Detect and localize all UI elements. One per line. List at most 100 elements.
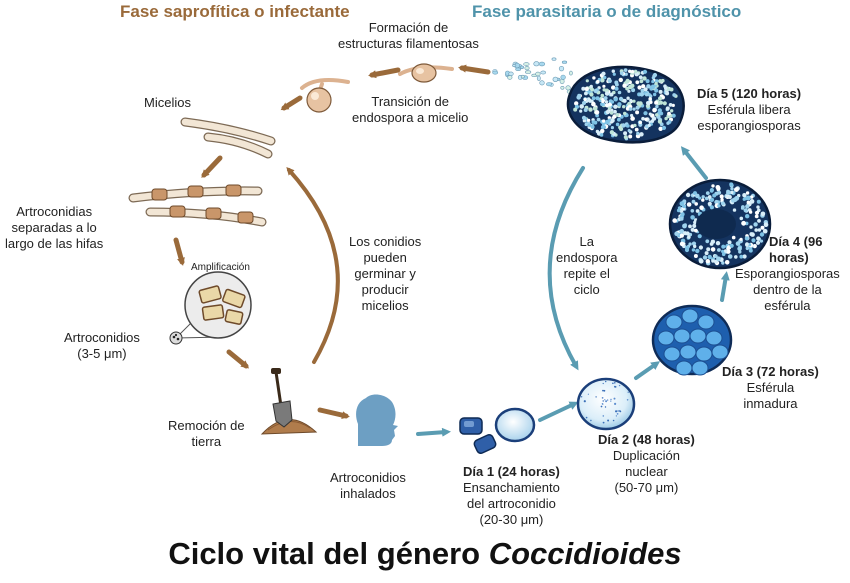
- nucleus-dot: [602, 400, 604, 402]
- released-spore: [533, 61, 540, 67]
- sporangiospore-dot: [583, 108, 588, 112]
- sporangiospore-dot: [762, 228, 768, 234]
- sporangiospore-dot: [637, 85, 642, 90]
- parasitic-arrows: [416, 146, 730, 437]
- nucleus-dot: [612, 382, 614, 385]
- released-spore: [539, 80, 545, 86]
- sporangiospore-dot: [652, 72, 658, 78]
- sporangiospore-dot: [679, 208, 684, 213]
- nucleus-dot: [617, 410, 619, 412]
- sporangiospore-dot: [755, 240, 761, 245]
- sporangiospore-dot: [654, 81, 658, 86]
- sporangiospore-dot: [661, 125, 667, 130]
- sporangiospore-dot: [705, 191, 710, 196]
- sporangiospore-dot: [705, 259, 710, 264]
- sporangiospore-dot: [715, 185, 721, 190]
- sporangiospore-dot: [579, 109, 583, 113]
- sporangiospore-dot: [628, 84, 633, 90]
- sporangiospore-dot: [712, 193, 717, 198]
- sporangiospore-dot: [582, 101, 586, 105]
- title-genus: Coccidioides: [488, 536, 682, 571]
- sporangiospore-dot: [737, 246, 742, 252]
- sporangiospore-dot: [654, 100, 659, 105]
- sporangiospore-dot: [739, 237, 743, 241]
- sporangiospore-dot: [650, 85, 655, 90]
- sporangiospore-dot: [665, 106, 670, 111]
- sporangiospore-dot: [714, 254, 718, 258]
- sporangiospore-dot: [727, 240, 732, 245]
- sporangiospore-dot: [705, 239, 710, 244]
- sporangiospore-dot: [617, 102, 622, 107]
- sporangiospore-dot: [727, 195, 732, 199]
- sporangiospore-dot: [617, 90, 622, 95]
- sporangiospore-dot: [610, 108, 614, 112]
- sporangiospore-dot: [657, 108, 662, 113]
- sporangiospore-dot: [659, 111, 664, 116]
- sporangiospore-dot: [624, 72, 628, 76]
- sporangiospore-dot: [630, 113, 634, 118]
- sporangiospore-dot: [694, 202, 698, 206]
- released-spore: [524, 70, 532, 74]
- arrow-to-artroconidias: [201, 155, 223, 178]
- nucleus-dot: [610, 400, 612, 402]
- sporangiospore-dot: [711, 184, 715, 188]
- arrow-to-dia3: [634, 361, 661, 380]
- sporangiospore-dot: [657, 119, 663, 124]
- sporangiospore-dot: [600, 102, 604, 107]
- nucleus-dot: [607, 419, 610, 422]
- spherule-cell: [657, 330, 675, 346]
- sporangiospore-dot: [632, 99, 636, 103]
- sporangiospore-dot: [590, 87, 595, 92]
- sporangiospore-dot: [610, 100, 615, 104]
- sporangiospore-dot: [601, 99, 605, 104]
- sporangiospore-dot: [634, 127, 639, 132]
- sporangiospore-dot: [609, 111, 614, 115]
- released-spore: [546, 82, 553, 87]
- nucleus-dot: [606, 399, 609, 401]
- arrow-to-remocion: [226, 349, 250, 369]
- sporangiospore-dot: [613, 104, 618, 109]
- sporangiospore-dot: [623, 135, 628, 140]
- sporangiospore-dot: [658, 96, 663, 101]
- sporangiospore-dot: [748, 210, 753, 214]
- nucleus-dot: [587, 393, 590, 395]
- sporangiospore-dot: [697, 234, 702, 239]
- sporangiospore-dot: [695, 193, 700, 199]
- sporangiospore-dot: [742, 197, 746, 201]
- nucleus-dot: [601, 397, 604, 399]
- released-spore: [492, 70, 499, 75]
- sporangiospore-dot: [601, 71, 606, 76]
- sporangiospore-dot: [599, 133, 604, 137]
- sporangiospore-dot: [691, 199, 696, 204]
- sporangiospore-dot: [731, 235, 736, 240]
- sporangiospore-dot: [627, 129, 631, 133]
- sporangiospore-dot: [645, 93, 649, 97]
- sporangiospore-dot: [731, 198, 736, 203]
- sporangiospore-dot: [638, 120, 642, 125]
- sporangiospore-dot: [709, 197, 715, 202]
- sporangiospore-dot: [614, 86, 619, 91]
- arrow-to-dia2: [538, 401, 579, 422]
- sporangiospore-dot: [754, 210, 760, 215]
- spherule-cell: [705, 330, 723, 346]
- arrow-conidios-cycle: [286, 167, 340, 364]
- nucleus-dot: [605, 380, 607, 383]
- dia4-spherule-illustration: [668, 178, 772, 270]
- sporangiospore-dot: [685, 231, 690, 236]
- dia4-title-line2: horas): [769, 250, 809, 265]
- sporangiospore-dot: [607, 116, 611, 120]
- nucleus-dot: [604, 399, 606, 401]
- sporangiospore-dot: [760, 225, 765, 230]
- sporangiospore-dot: [719, 194, 724, 199]
- sporangiospore-dot: [701, 195, 705, 199]
- sporangiospore-dot: [651, 80, 655, 84]
- mycelia-illustration: [180, 117, 276, 159]
- sporangiospore-dot: [691, 241, 697, 246]
- sporangiospore-dot: [591, 101, 596, 107]
- sporangiospore-dot: [671, 113, 676, 118]
